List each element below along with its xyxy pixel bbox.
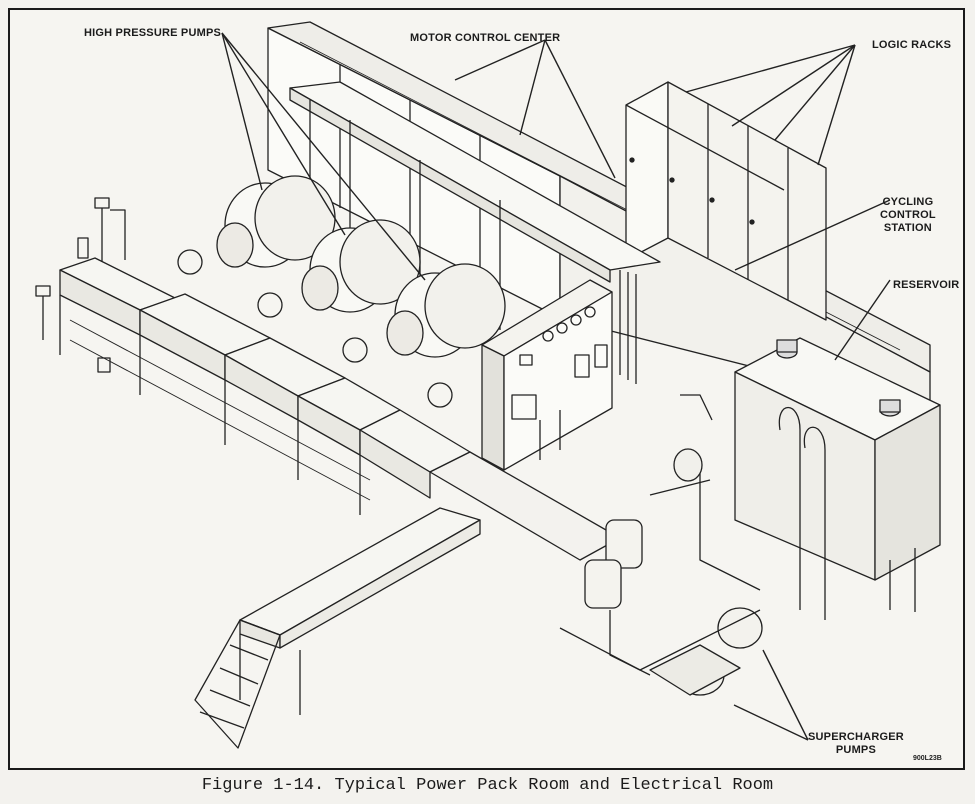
figure-caption: Figure 1-14. Typical Power Pack Room and… bbox=[201, 776, 774, 795]
left-end-piping bbox=[35, 197, 126, 373]
label-high-pressure-pumps: HIGH PRESSURE PUMPS bbox=[84, 27, 222, 39]
pump-platform bbox=[59, 257, 471, 515]
supercharger-pump-area bbox=[559, 394, 763, 696]
label-cycling-control-station: CYCLING CONTROL STATION bbox=[880, 196, 936, 235]
logic-racks bbox=[625, 81, 827, 321]
label-supercharger-line2: PUMPS bbox=[835, 744, 877, 756]
label-logic-racks: LOGIC RACKS bbox=[872, 39, 952, 51]
label-cycling-line1: CYCLING bbox=[882, 196, 934, 208]
drawing-id: 900L23B bbox=[913, 755, 942, 762]
label-cycling-line2: CONTROL bbox=[880, 209, 936, 221]
label-motor-control-center: MOTOR CONTROL CENTER bbox=[410, 32, 561, 44]
overhead-cable-trays bbox=[289, 81, 661, 384]
cycling-control-station bbox=[481, 279, 613, 471]
high-pressure-pump-motors bbox=[177, 175, 506, 408]
label-reservoir: RESERVOIR bbox=[893, 279, 960, 291]
label-supercharger-line1: SUPERCHARGER bbox=[808, 731, 904, 743]
isometric-equipment-drawing bbox=[35, 21, 941, 749]
reservoir-tank bbox=[734, 337, 941, 620]
callout-leaders bbox=[221, 32, 891, 741]
label-cycling-line3: STATION bbox=[883, 222, 932, 234]
walkway-and-stairs bbox=[194, 451, 621, 749]
label-supercharger-pumps: SUPERCHARGER PUMPS bbox=[808, 731, 904, 757]
